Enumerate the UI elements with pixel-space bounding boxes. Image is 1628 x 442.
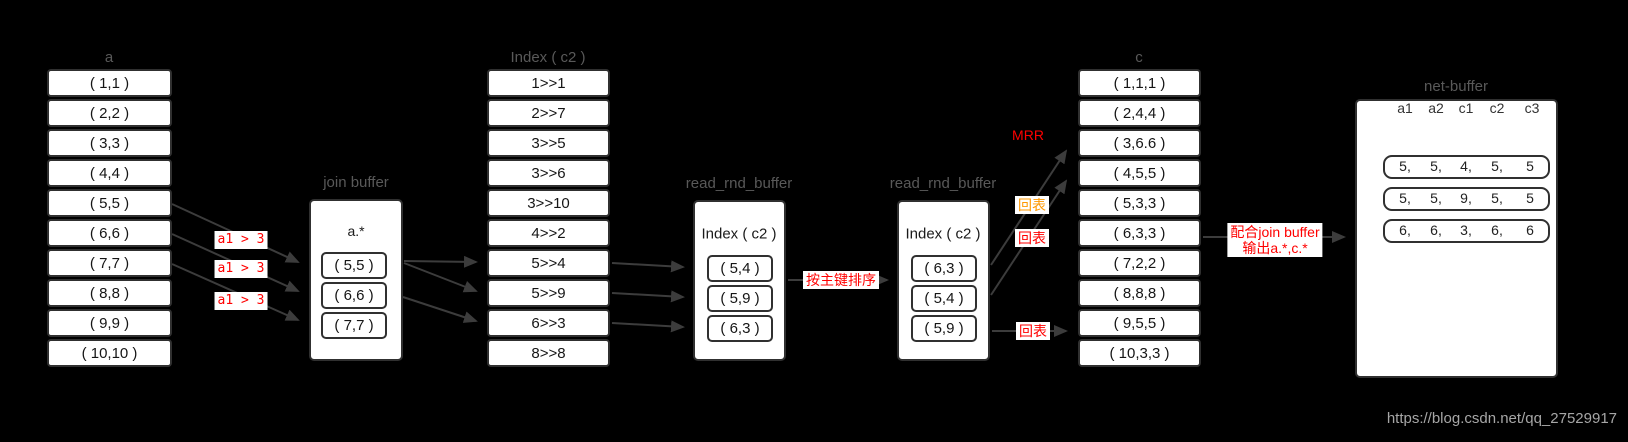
net-buffer-header-c3: c3 <box>1524 100 1540 116</box>
net-buffer-value: 5 <box>1526 190 1534 206</box>
net-buffer-header-a2: a2 <box>1428 100 1444 116</box>
table-a-row: ( 6,6 ) <box>47 219 172 247</box>
table-a-row: ( 7,7 ) <box>47 249 172 277</box>
net-buffer-value: 6 <box>1526 222 1534 238</box>
table-a-row: ( 2,2 ) <box>47 99 172 127</box>
table-c-row: ( 10,3,3 ) <box>1078 339 1201 367</box>
table-c-row: ( 8,8,8 ) <box>1078 279 1201 307</box>
filter-condition-label: a1 > 3 <box>214 292 268 310</box>
index-c2-row: 3>>10 <box>487 189 610 217</box>
output-join-label-line1: 配合join buffer <box>1230 224 1320 240</box>
net-buffer-header-a1: a1 <box>1397 100 1413 116</box>
net-buffer-header-c2: c2 <box>1489 100 1505 116</box>
join-buffer-label: a.* <box>347 223 365 239</box>
index-c2-row: 2>>7 <box>487 99 610 127</box>
table-a-row: ( 9,9 ) <box>47 309 172 337</box>
net-buffer-value: 5, <box>1399 190 1411 206</box>
read-rnd-buffer2-row: ( 5,4 ) <box>911 285 977 312</box>
table-a-row: ( 8,8 ) <box>47 279 172 307</box>
table-c-row: ( 5,3,3 ) <box>1078 189 1201 217</box>
net-buffer-value: 6, <box>1491 222 1503 238</box>
table-a-row: ( 10,10 ) <box>47 339 172 367</box>
index-c2-row: 3>>5 <box>487 129 610 157</box>
net-buffer-row <box>1383 219 1550 243</box>
index-c2-row: 4>>2 <box>487 219 610 247</box>
output-join-label: 配合join buffer 输出a.*,c.* <box>1227 223 1323 257</box>
index-c2-row: 8>>8 <box>487 339 610 367</box>
net-buffer-value: 5, <box>1491 158 1503 174</box>
arrow-index-to-rrb1-1 <box>611 260 685 273</box>
watermark-url: https://blog.csdn.net/qq_27529917 <box>1386 410 1617 427</box>
join-buffer-row: ( 7,7 ) <box>321 312 387 339</box>
net-buffer-value: 3, <box>1460 222 1472 238</box>
table-a-row: ( 4,4 ) <box>47 159 172 187</box>
table-a-row: ( 1,1 ) <box>47 69 172 97</box>
net-buffer-value: 6, <box>1399 222 1411 238</box>
table-c-row: ( 9,5,5 ) <box>1078 309 1201 337</box>
net-buffer-value: 5 <box>1526 158 1534 174</box>
index-c2-row: 3>>6 <box>487 159 610 187</box>
index-c2-row: 5>>4 <box>487 249 610 277</box>
read-rnd-buffer2-row: ( 6,3 ) <box>911 255 977 282</box>
net-buffer-value: 9, <box>1460 190 1472 206</box>
output-join-label-line2: 输出a.*,c.* <box>1242 240 1308 256</box>
arrow-index-to-rrb1-2 <box>611 290 685 303</box>
table-c-title: c <box>1135 49 1143 66</box>
read-rnd-buffer2-row: ( 5,9 ) <box>911 315 977 342</box>
table-lookup-label: 回表 <box>1015 229 1049 247</box>
table-c-row: ( 3,6.6 ) <box>1078 129 1201 157</box>
net-buffer-value: 5, <box>1399 158 1411 174</box>
join-buffer-row: ( 6,6 ) <box>321 282 387 309</box>
arrow-joinbuffer-to-index-5-4 <box>403 255 478 268</box>
table-lookup-label: 回表 <box>1016 322 1050 340</box>
join-buffer-title: join buffer <box>323 174 389 191</box>
net-buffer-row <box>1383 155 1550 179</box>
net-buffer-value: 6, <box>1430 222 1442 238</box>
sort-by-pk-label: 按主键排序 <box>803 271 879 289</box>
table-c-row: ( 6,3,3 ) <box>1078 219 1201 247</box>
read-rnd-buffer1-row: ( 5,9 ) <box>707 285 773 312</box>
arrow-joinbuffer-to-index-6-3 <box>402 296 478 323</box>
table-a-title: a <box>104 49 114 66</box>
net-buffer-value: 5, <box>1430 190 1442 206</box>
table-c-row: ( 2,4,4 ) <box>1078 99 1201 127</box>
table-c-row: ( 4,5,5 ) <box>1078 159 1201 187</box>
filter-condition-label: a1 > 3 <box>214 260 268 278</box>
table-a-row: ( 5,5 ) <box>47 189 172 217</box>
net-buffer-value: 5, <box>1430 158 1442 174</box>
mrr-label: MRR <box>1012 127 1044 143</box>
index-c2-row: 1>>1 <box>487 69 610 97</box>
net-buffer-row <box>1383 187 1550 211</box>
net-buffer-value: 5, <box>1491 190 1503 206</box>
read-rnd-buffer1-label: Index ( c2 ) <box>701 225 777 243</box>
read-rnd-buffer2-title: read_rnd_buffer <box>889 175 997 192</box>
table-lookup-label: 回表 <box>1015 196 1049 214</box>
table-c-row: ( 7,2,2 ) <box>1078 249 1201 277</box>
net-buffer-value: 4, <box>1460 158 1472 174</box>
net-buffer-header-c1: c1 <box>1458 100 1474 116</box>
net-buffer-title: net-buffer <box>1424 78 1488 95</box>
arrow-index-to-rrb1-3 <box>611 320 685 333</box>
read-rnd-buffer2-label: Index ( c2 ) <box>905 225 981 243</box>
index-c2-row: 6>>3 <box>487 309 610 337</box>
filter-condition-label: a1 > 3 <box>214 231 268 249</box>
table-a-row: ( 3,3 ) <box>47 129 172 157</box>
arrow-joinbuffer-to-index-5-9 <box>403 262 478 293</box>
read-rnd-buffer1-title: read_rnd_buffer <box>685 175 793 192</box>
read-rnd-buffer1-row: ( 6,3 ) <box>707 315 773 342</box>
index-c2-title: Index ( c2 ) <box>510 49 586 66</box>
read-rnd-buffer1-row: ( 5,4 ) <box>707 255 773 282</box>
table-c-row: ( 1,1,1 ) <box>1078 69 1201 97</box>
join-buffer-row: ( 5,5 ) <box>321 252 387 279</box>
index-c2-row: 5>>9 <box>487 279 610 307</box>
